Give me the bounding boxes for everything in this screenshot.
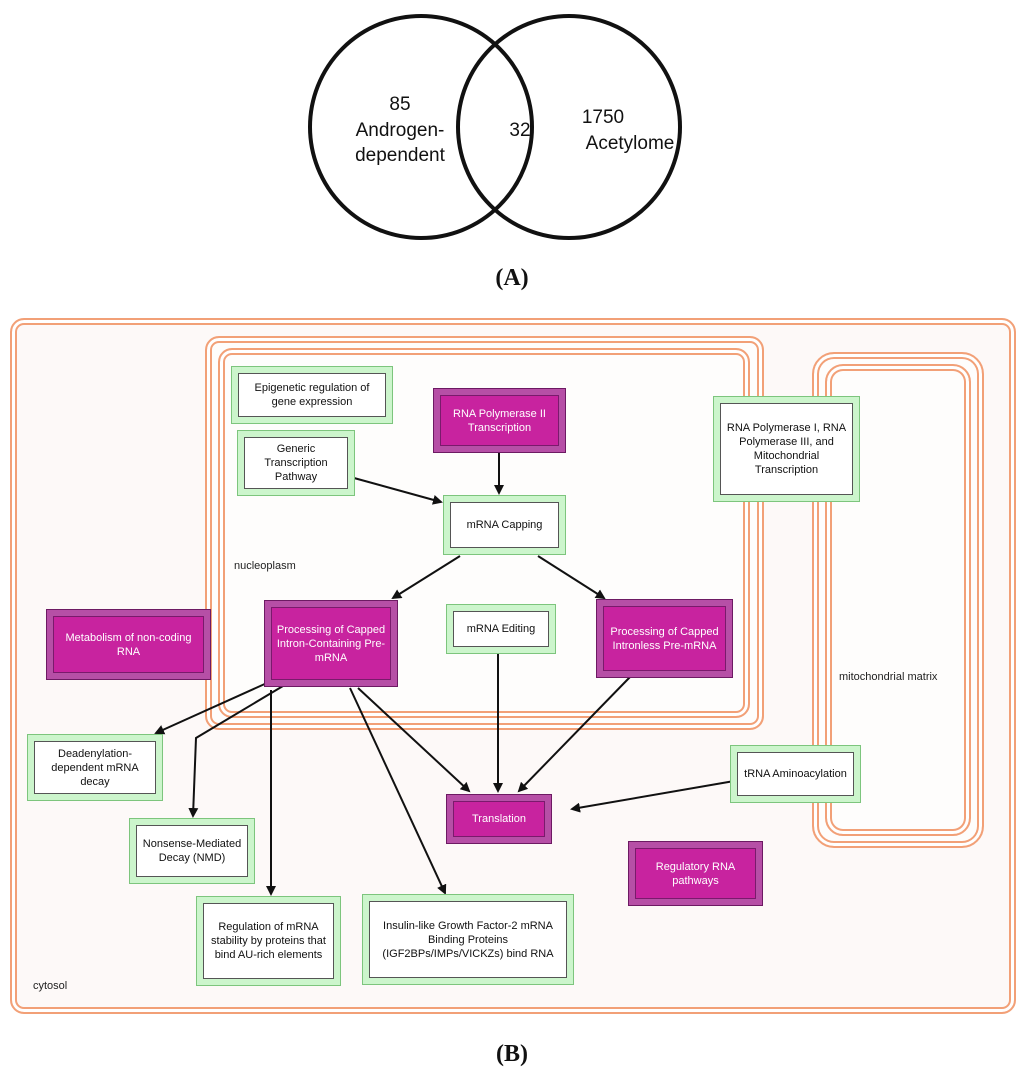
venn-overlap-count: 32 [509, 120, 531, 141]
node-nonsense-mediated-decay[interactable]: Nonsense-Mediated Decay (NMD) [129, 818, 255, 884]
node-deadenylation-decay[interactable]: Deadenylation-dependent mRNA decay [27, 734, 163, 801]
cytosol-label: cytosol [33, 980, 68, 992]
arrow-intron-to-nmd [188, 685, 284, 818]
node-epigenetic-regulation-label: Epigenetic regulation of gene expression [238, 373, 386, 417]
mitochondrial-matrix-label: mitochondrial matrix [839, 671, 938, 683]
venn-left-label: Androgen- dependent [355, 120, 445, 166]
node-mrna-editing-label: mRNA Editing [453, 611, 549, 647]
node-igf2bp-bind-rna[interactable]: Insulin-like Growth Factor-2 mRNA Bindin… [362, 894, 574, 985]
node-regulatory-rna-pathways[interactable]: Regulatory RNA pathways [628, 841, 763, 906]
node-translation[interactable]: Translation [446, 794, 552, 844]
node-mrna-capping-label: mRNA Capping [450, 502, 559, 548]
arrow-capping-to-intronless [537, 555, 606, 600]
node-processing-intron-containing[interactable]: Processing of Capped Intron-Containing P… [264, 600, 398, 687]
node-igf2bp-bind-rna-label: Insulin-like Growth Factor-2 mRNA Bindin… [369, 901, 567, 978]
node-rna-polymerase-ii[interactable]: RNA Polymerase II Transcription [433, 388, 566, 453]
node-epigenetic-regulation[interactable]: Epigenetic regulation of gene expression [231, 366, 393, 424]
arrow-intron-to-translation [357, 687, 471, 793]
venn-diagram [308, 14, 682, 240]
node-mrna-stability-regulation-label: Regulation of mRNA stability by proteins… [203, 903, 334, 979]
node-mrna-editing[interactable]: mRNA Editing [446, 604, 556, 654]
node-metabolism-noncoding-rna-label: Metabolism of non-coding RNA [53, 616, 204, 673]
node-regulatory-rna-pathways-label: Regulatory RNA pathways [635, 848, 756, 899]
venn-left-count: 85 [389, 94, 411, 115]
node-processing-intronless-label: Processing of Capped Intronless Pre-mRNA [603, 606, 726, 671]
arrow-trna-to-translation [570, 779, 741, 813]
nucleoplasm-label: nucleoplasm [234, 560, 296, 572]
node-processing-intron-containing-label: Processing of Capped Intron-Containing P… [271, 607, 391, 680]
arrow-generic-to-capping [353, 477, 443, 505]
cytosol-compartment [10, 318, 1016, 1014]
panel-b-label: (B) [496, 1041, 528, 1067]
venn-left-circle [308, 14, 534, 240]
node-processing-intronless[interactable]: Processing of Capped Intronless Pre-mRNA [596, 599, 733, 678]
node-rna-polymerase-i-iii-mito-label: RNA Polymerase I, RNA Polymerase III, an… [720, 403, 853, 495]
node-trna-aminoacylation-label: tRNA Aminoacylation [737, 752, 854, 796]
node-metabolism-noncoding-rna[interactable]: Metabolism of non-coding RNA [46, 609, 211, 680]
node-trna-aminoacylation[interactable]: tRNA Aminoacylation [730, 745, 861, 803]
arrow-intron-to-igf2bp [349, 687, 447, 895]
venn-right-circle [456, 14, 682, 240]
venn-right-count: 1750 [581, 107, 625, 128]
panel-a-label: (A) [495, 265, 529, 291]
node-rna-polymerase-ii-label: RNA Polymerase II Transcription [440, 395, 559, 446]
node-mrna-capping[interactable]: mRNA Capping [443, 495, 566, 555]
node-generic-transcription-label: Generic Transcription Pathway [244, 437, 348, 489]
arrow-intron-to-deadenylation [154, 677, 279, 735]
node-generic-transcription[interactable]: Generic Transcription Pathway [237, 430, 355, 496]
venn-right-label: Acetylome [585, 133, 675, 154]
arrow-intronless-to-translation [517, 676, 631, 793]
node-deadenylation-decay-label: Deadenylation-dependent mRNA decay [34, 741, 156, 794]
node-mrna-stability-regulation[interactable]: Regulation of mRNA stability by proteins… [196, 896, 341, 986]
node-rna-polymerase-i-iii-mito[interactable]: RNA Polymerase I, RNA Polymerase III, an… [713, 396, 860, 502]
arrow-capping-to-intron [391, 555, 461, 600]
node-nonsense-mediated-decay-label: Nonsense-Mediated Decay (NMD) [136, 825, 248, 877]
node-translation-label: Translation [453, 801, 545, 837]
